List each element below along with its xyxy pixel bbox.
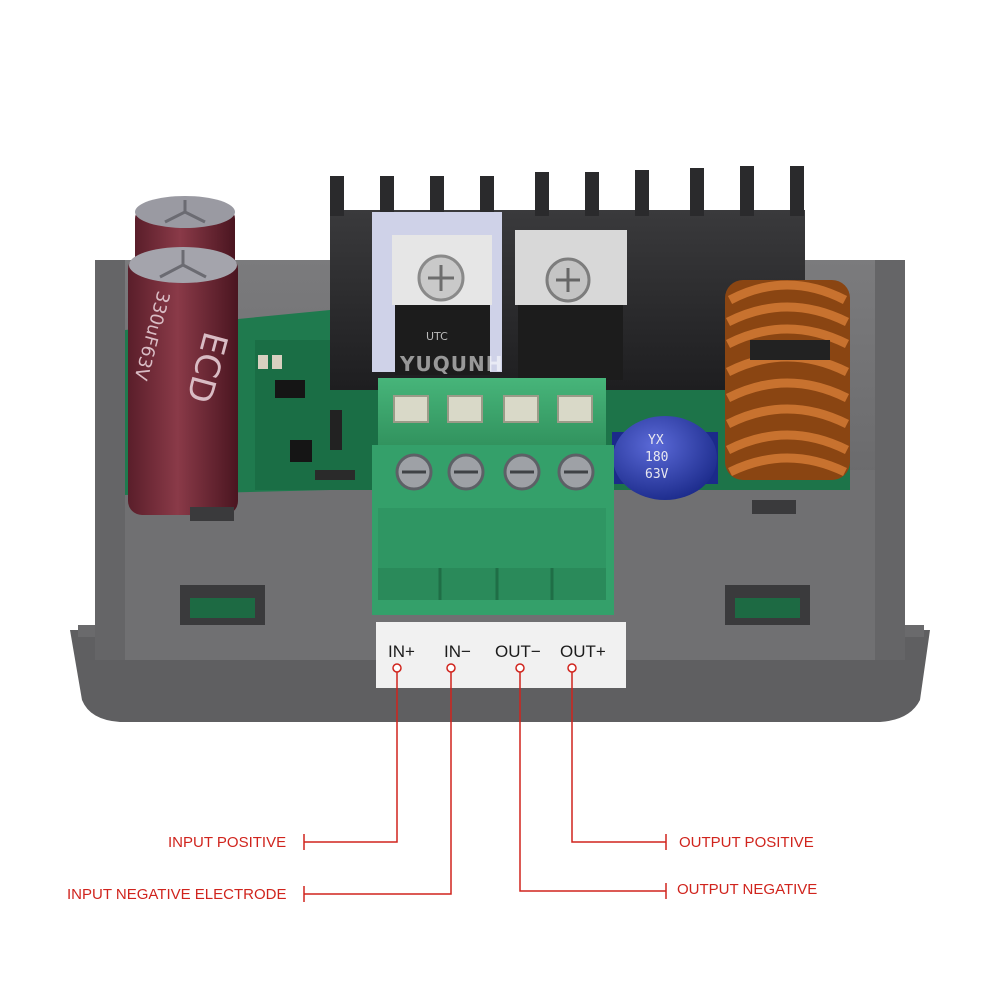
callout-input-positive: INPUT POSITIVE [168, 834, 287, 851]
terminal-in-plus: IN+ [388, 642, 415, 661]
capacitor-small-blue: YX 180 63V [612, 416, 718, 500]
regulator-utc: UTC [372, 212, 502, 375]
cap-yx-text: YX [648, 433, 664, 448]
callout-output-positive: OUTPUT POSITIVE [679, 834, 814, 851]
cap-63v-text: 63V [645, 467, 669, 482]
case-latches [180, 500, 810, 625]
capacitor-large: ECD 330uF63V [128, 196, 238, 515]
terminal-out-minus: OUT− [495, 642, 541, 661]
terminal-in-minus: IN− [444, 642, 471, 661]
callout-lines [303, 663, 667, 902]
callout-input-negative: INPUT NEGATIVE ELECTRODE [67, 886, 287, 903]
terminal-label-plate [376, 622, 626, 688]
inductor-coil [725, 280, 850, 480]
callout-output-negative: OUTPUT NEGATIVE [677, 881, 818, 898]
cap-180-text: 180 [645, 450, 668, 465]
terminal-block [372, 378, 614, 615]
terminal-out-plus: OUT+ [560, 642, 606, 661]
utc-text: UTC [426, 330, 448, 343]
transistor-2 [515, 230, 627, 380]
watermark: YUQUNH [400, 352, 504, 376]
